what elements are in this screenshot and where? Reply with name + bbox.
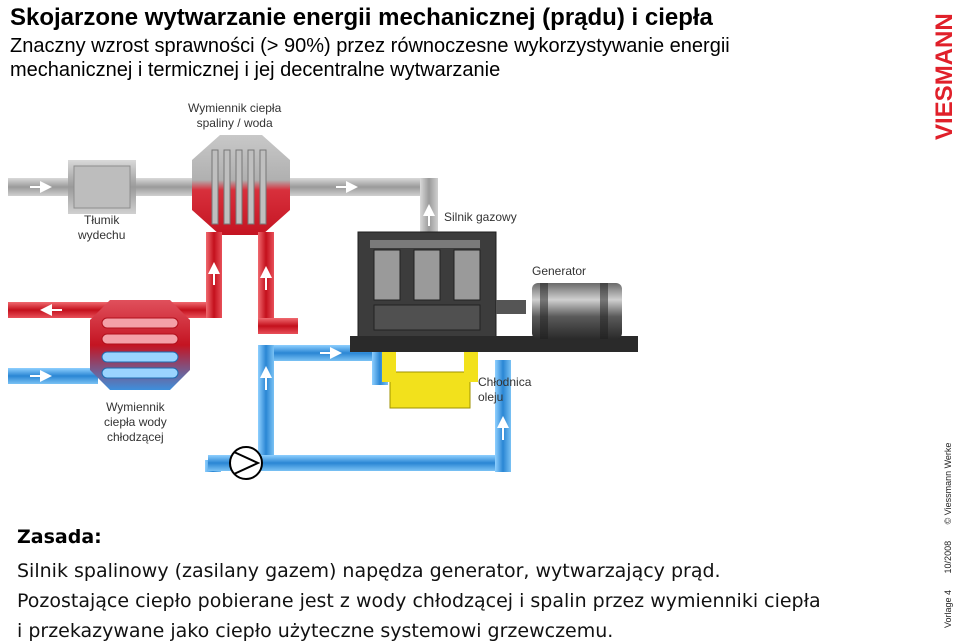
label-line: ciepła wody (104, 415, 167, 429)
label-line: wydechu (78, 228, 126, 242)
principle-line-1: Silnik spalinowy (zasilany gazem) napędz… (17, 560, 721, 582)
generator-label: Generator (532, 264, 587, 278)
generator (532, 283, 622, 339)
label-line: spaliny / woda (196, 116, 273, 130)
subtitle-line-1: Znaczny wzrost sprawności (> 90%) przez … (10, 35, 730, 57)
oil-cooler-label: Chłodnica oleju (478, 375, 531, 405)
coolant-pipe (8, 345, 511, 472)
vorlage-label: Vorlage 4 (943, 589, 953, 628)
label-line: Wymiennik (106, 400, 165, 414)
label-line: Chłodnica (478, 375, 532, 389)
label-line: Tłumik (84, 213, 120, 227)
oil-cooler (382, 352, 478, 409)
coolant-heat-exchanger (90, 300, 190, 390)
page-title: Skojarzone wytwarzanie energii mechanicz… (10, 4, 713, 31)
principle-line-2: Pozostające ciepło pobierane jest z wody… (17, 590, 821, 612)
exhaust-heat-exchanger-label: Wymiennik ciepła spaliny / woda (188, 101, 281, 131)
subtitle-line-2: mechanicznej i termicznej i jej decentra… (10, 59, 501, 81)
label-line: Wymiennik ciepła (188, 101, 282, 115)
exhaust-heat-exchanger (192, 135, 290, 235)
flow-arrows (30, 181, 509, 440)
gas-engine-label: Silnik gazowy (444, 210, 517, 224)
principle-line-3: i przekazywane jako ciepło użyteczne sys… (17, 620, 614, 642)
side-info: Vorlage 4 10/2008 © Viessmann Werke (943, 429, 953, 628)
viessmann-logo: VIESMANN (931, 13, 958, 140)
gas-engine (350, 231, 638, 352)
coolant-heat-exchanger-label: Wymiennik ciepła wody chłodzącej (104, 400, 167, 445)
page-subtitle: Znaczny wzrost sprawności (> 90%) przez … (10, 34, 730, 82)
copyright-label: © Viessmann Werke (943, 442, 953, 525)
muffler-label: Tłumik wydechu (78, 213, 125, 243)
label-line: chłodzącej (107, 430, 164, 444)
logo-text: VIESMANN (931, 13, 958, 140)
date-label: 10/2008 (943, 540, 953, 574)
principle-heading: Zasada: (17, 526, 102, 548)
pump (229, 446, 263, 480)
label-line: oleju (478, 390, 504, 404)
